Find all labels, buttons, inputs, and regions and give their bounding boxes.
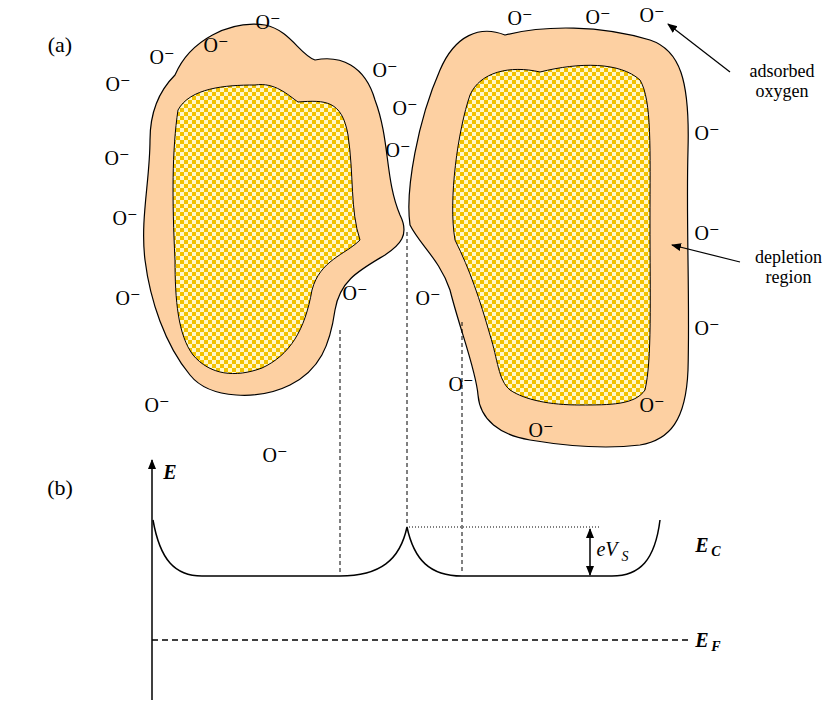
adsorbed-ion: O⁻: [106, 73, 131, 95]
adsorbed-ion: O⁻: [150, 46, 175, 68]
grain-core: [453, 65, 651, 405]
adsorbed-ion: O⁻: [695, 122, 720, 144]
adsorbed-ion: O⁻: [204, 34, 229, 56]
panel-letter: (b): [47, 476, 73, 500]
grain-depletion: [409, 28, 689, 447]
projection-line: [340, 330, 341, 574]
adsorbed-ion: O⁻: [116, 287, 141, 309]
leader-arrow: [668, 24, 730, 72]
barrier-top-line: [409, 527, 600, 528]
adsorbed-ion: O⁻: [695, 317, 720, 339]
callout-label: adsorbed oxygen: [735, 62, 830, 102]
adsorbed-ion: O⁻: [586, 6, 611, 28]
adsorbed-ion: O⁻: [416, 287, 441, 309]
adsorbed-ion: O⁻: [640, 4, 665, 26]
leader-arrow: [672, 245, 740, 262]
band-subscript: F: [711, 639, 720, 654]
adsorbed-ion: O⁻: [449, 373, 474, 395]
adsorbed-ion: O⁻: [529, 419, 554, 441]
callout-label: depletion region: [741, 248, 836, 288]
axis-label: E: [163, 461, 176, 483]
barrier-subscript: S: [622, 549, 629, 564]
adsorbed-ion: O⁻: [263, 444, 288, 466]
panel-letter: (a): [48, 33, 72, 57]
adsorbed-ion: O⁻: [343, 282, 368, 304]
adsorbed-ion: O⁻: [508, 7, 533, 29]
adsorbed-ion: O⁻: [145, 394, 170, 416]
adsorbed-ion: O⁻: [373, 59, 398, 81]
adsorbed-ion: O⁻: [105, 147, 130, 169]
barrier-label: eV: [596, 538, 617, 560]
adsorbed-ion: O⁻: [113, 207, 138, 229]
conduction-band: [153, 520, 660, 576]
band-label: E: [695, 534, 708, 556]
projection-line: [462, 322, 463, 574]
fermi-level: [152, 639, 688, 641]
energy-axis: [151, 460, 153, 700]
projection-line: [407, 232, 408, 525]
band-subscript: C: [711, 544, 720, 559]
barrier-arrow: [589, 529, 591, 575]
adsorbed-ion: O⁻: [393, 97, 418, 119]
grain-core: [173, 85, 360, 374]
adsorbed-ion: O⁻: [386, 139, 411, 161]
adsorbed-ion: O⁻: [640, 394, 665, 416]
adsorbed-ion: O⁻: [256, 11, 281, 33]
adsorbed-ion: O⁻: [695, 222, 720, 244]
grain-depletion: [144, 24, 404, 395]
band-label: E: [695, 629, 708, 651]
